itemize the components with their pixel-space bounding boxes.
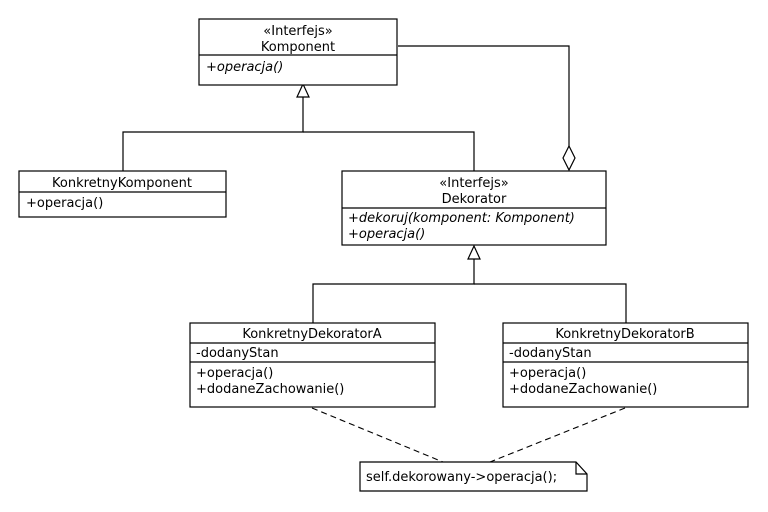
dekorator-a-name: KonkretnyDekoratorA: [242, 327, 381, 342]
dekorator-b-method-operacja: +operacja(): [509, 366, 586, 381]
konkretny-komponent-method: +operacja(): [26, 196, 103, 211]
dekorator-method-operacja: +operacja(): [348, 227, 425, 242]
dekorator-a-attribute: -dodanyStan: [196, 346, 279, 361]
generalization-komponent-dekorator: [303, 131, 475, 171]
dekorator-method-dekoruj: +dekoruj(komponent: Komponent): [348, 211, 575, 226]
dekorator-name: Dekorator: [442, 192, 507, 207]
dekorator-stereotype: «Interfejs»: [439, 176, 508, 191]
generalization-komponent-konkretny: [122, 96, 304, 171]
aggregation-diamond: [562, 144, 576, 172]
class-komponent: «Interfejs» Komponent +operacja(): [198, 18, 398, 86]
dekorator-b-method-dodane: +dodaneZachowanie(): [509, 382, 657, 397]
generalization-dekorator-b: [474, 283, 627, 323]
generalization-dekorator-a: [312, 258, 475, 323]
note-anchor-b: [489, 407, 626, 463]
komponent-method: +operacja(): [206, 60, 283, 75]
class-dekorator: «Interfejs» Dekorator +dekoruj(komponent…: [341, 170, 607, 246]
konkretny-komponent-name: KonkretnyKomponent: [52, 176, 192, 191]
komponent-name: Komponent: [261, 40, 335, 55]
dekorator-a-method-dodane: +dodaneZachowanie(): [196, 382, 344, 397]
dekorator-b-name: KonkretnyDekoratorB: [555, 327, 694, 342]
class-konkretny-dekorator-b: KonkretnyDekoratorB -dodanyStan +operacj…: [502, 322, 749, 408]
note-anchor-a: [311, 407, 444, 463]
dekorator-a-method-operacja: +operacja(): [196, 366, 273, 381]
note-text: self.dekorowany->operacja();: [366, 470, 557, 485]
komponent-stereotype: «Interfejs»: [263, 24, 332, 39]
generalization-arrow-dekorator: [467, 244, 481, 260]
dekorator-b-attribute: -dodanyStan: [509, 346, 592, 361]
note: self.dekorowany->operacja();: [359, 461, 588, 492]
aggregation-line: [398, 45, 570, 146]
class-konkretny-komponent: KonkretnyKomponent +operacja(): [18, 170, 227, 218]
class-konkretny-dekorator-a: KonkretnyDekoratorA -dodanyStan +operacj…: [189, 322, 436, 408]
generalization-arrow-komponent: [296, 82, 310, 98]
